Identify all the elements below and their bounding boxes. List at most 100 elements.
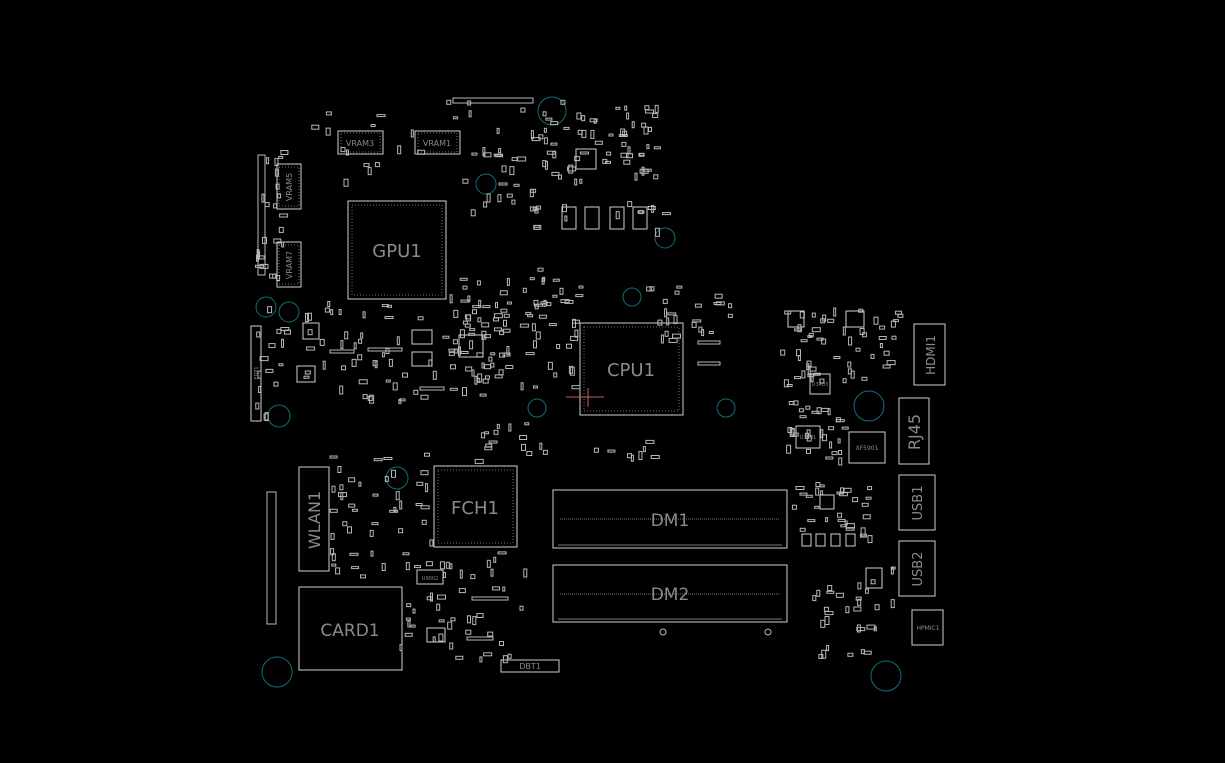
hpmic-jack[interactable]: HPMIC1 [911, 609, 944, 646]
smd-part [838, 450, 843, 455]
smd-part [847, 652, 854, 657]
smd-part [626, 112, 630, 120]
ic-package[interactable] [845, 533, 856, 547]
gpu-component[interactable]: GPU1 [347, 200, 447, 300]
smd-part [487, 631, 494, 637]
card-reader[interactable]: CARD1 [298, 586, 403, 671]
wlan-label: WLAN1 [305, 491, 324, 549]
ic-package[interactable] [632, 206, 648, 230]
connector-strip [697, 361, 721, 366]
xf-label: XF5901 [856, 445, 879, 452]
smd-part [420, 394, 429, 400]
smd-part [496, 423, 500, 429]
smd-part [637, 210, 645, 214]
smd-part [265, 368, 274, 373]
smd-part [827, 585, 833, 591]
smd-part [539, 442, 543, 450]
ic-package[interactable] [819, 494, 835, 510]
usb2-connector[interactable]: USB2 [898, 540, 936, 597]
ic-package[interactable] [296, 365, 316, 383]
connector-strip [466, 636, 494, 641]
xf5901-component[interactable]: XF5901 [848, 431, 886, 464]
hdmi-connector[interactable]: HDMI1 [913, 323, 946, 386]
smd-part [506, 193, 513, 198]
ic-package[interactable] [845, 310, 865, 328]
smd-part [449, 294, 453, 304]
smd-part [571, 385, 581, 390]
smd-part [714, 293, 723, 299]
u3403-label: U3403 [812, 382, 828, 388]
vram7-component[interactable]: VRAM7 [276, 241, 302, 288]
vram5-component[interactable]: VRAM5 [276, 163, 302, 210]
smd-part [340, 492, 344, 501]
smd-part [529, 277, 535, 281]
smd-part [552, 294, 558, 298]
wlan-slot[interactable]: WLAN1 [298, 466, 330, 572]
dbt-connector[interactable]: DBT1 [500, 659, 560, 673]
ic-package[interactable] [561, 206, 577, 230]
ic-package[interactable] [411, 329, 433, 345]
dm1-slot[interactable]: DM1 [552, 489, 788, 549]
smd-part [824, 616, 830, 625]
smd-part [895, 310, 902, 315]
smd-part [462, 387, 467, 397]
smd-part [833, 307, 837, 317]
smd-part [329, 455, 338, 459]
vram3-component[interactable]: VRAM3 [337, 130, 384, 155]
smd-part [519, 323, 529, 328]
ic-package[interactable] [411, 351, 433, 367]
ic-package[interactable] [575, 148, 597, 170]
smd-part [445, 561, 450, 569]
smd-part [624, 105, 628, 111]
ic-package[interactable] [815, 533, 826, 547]
smd-part [558, 174, 562, 180]
usb2-label: USB2 [911, 552, 926, 587]
cpu-component[interactable]: CPU1 [566, 322, 684, 416]
smd-part [331, 485, 336, 493]
smd-part [579, 178, 583, 184]
smd-part [838, 457, 843, 466]
ic-package[interactable] [609, 206, 625, 230]
smd-part [474, 458, 484, 464]
smd-part [482, 378, 489, 384]
smd-part [482, 305, 491, 309]
ic-package[interactable] [830, 533, 841, 547]
smd-part [861, 376, 868, 381]
smd-part [330, 548, 335, 556]
ic-package[interactable] [787, 310, 805, 328]
smd-part [519, 605, 524, 611]
smd-part [606, 151, 612, 156]
smd-part [568, 164, 574, 174]
smd-part [493, 317, 499, 322]
ic-package[interactable] [302, 322, 320, 340]
cpu-label: CPU1 [607, 360, 655, 381]
u9002-component[interactable]: U9002 [416, 569, 444, 585]
smd-part [794, 376, 801, 380]
smd-part [634, 172, 638, 181]
smd-part [608, 133, 614, 137]
smd-part [662, 298, 668, 304]
connector-strip [697, 340, 721, 345]
ic-package[interactable] [426, 627, 446, 643]
smd-part [261, 193, 265, 203]
usb1-connector[interactable]: USB1 [898, 474, 936, 531]
dm2-slot[interactable]: DM2 [552, 564, 788, 636]
smd-part [259, 356, 269, 362]
smd-part [471, 152, 478, 156]
ic-package[interactable] [584, 206, 600, 230]
fch-component[interactable]: FCH1 [433, 465, 518, 548]
ic-package[interactable] [801, 533, 812, 547]
smd-part [537, 267, 544, 272]
rj45-connector[interactable]: RJ45 [898, 397, 930, 465]
u3401-component[interactable]: U3401 [795, 425, 821, 449]
smd-part [666, 317, 670, 326]
smd-part [806, 448, 811, 454]
smd-part [448, 351, 455, 356]
vram1-component[interactable]: VRAM1 [414, 130, 461, 155]
smd-part [381, 563, 386, 571]
ic-package[interactable] [865, 567, 883, 589]
smd-part [335, 567, 341, 575]
smd-part [303, 375, 310, 379]
smd-part [488, 440, 498, 444]
ic-package[interactable] [458, 334, 484, 358]
